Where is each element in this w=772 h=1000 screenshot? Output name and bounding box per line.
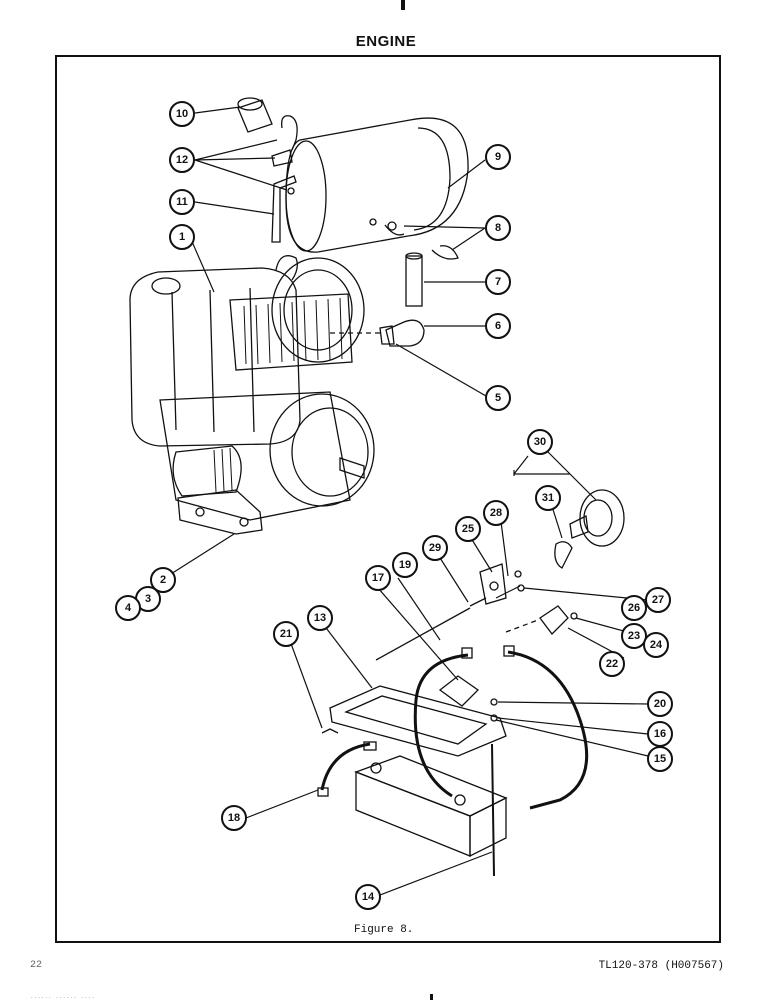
svg-text:14: 14 xyxy=(362,891,375,903)
svg-text:28: 28 xyxy=(490,507,502,519)
leader-lines xyxy=(162,106,649,896)
callout-29: 29 xyxy=(422,535,448,561)
callout-23: 23 xyxy=(621,623,647,649)
svg-text:30: 30 xyxy=(534,436,546,448)
callout-24: 24 xyxy=(643,632,669,658)
callout-7: 7 xyxy=(485,269,511,295)
svg-text:2: 2 xyxy=(160,574,166,586)
page-top-mark xyxy=(401,0,405,10)
page-bottom-mark xyxy=(430,994,433,1000)
callout-25: 25 xyxy=(455,516,481,542)
exhaust-pipe-end xyxy=(237,97,273,133)
svg-text:20: 20 xyxy=(654,698,666,710)
callout-15: 15 xyxy=(647,746,673,772)
svg-text:23: 23 xyxy=(628,630,640,642)
svg-text:9: 9 xyxy=(495,151,501,163)
callout-19: 19 xyxy=(392,552,418,578)
callout-13: 13 xyxy=(307,605,333,631)
callout-5: 5 xyxy=(485,385,511,411)
document-id: TL120-378 (H007567) xyxy=(598,960,724,972)
svg-text:8: 8 xyxy=(495,222,501,234)
svg-text:19: 19 xyxy=(399,559,411,571)
callout-6: 6 xyxy=(485,313,511,339)
svg-text:25: 25 xyxy=(462,523,474,535)
svg-text:1: 1 xyxy=(179,231,185,243)
starter-solenoid xyxy=(505,605,578,635)
exhaust-elbow xyxy=(379,319,425,347)
svg-text:22: 22 xyxy=(606,658,618,670)
svg-text:11: 11 xyxy=(176,196,188,208)
svg-text:15: 15 xyxy=(654,753,666,765)
page-number: 22 xyxy=(30,960,43,971)
svg-text:4: 4 xyxy=(125,602,132,614)
engine xyxy=(129,255,375,535)
callout-16: 16 xyxy=(647,721,673,747)
callout-27: 27 xyxy=(645,587,671,613)
callout-8: 8 xyxy=(485,215,511,241)
svg-text:21: 21 xyxy=(280,628,292,640)
svg-text:29: 29 xyxy=(429,542,441,554)
callout-31: 31 xyxy=(535,485,561,511)
battery xyxy=(354,755,508,858)
u-bolt xyxy=(369,218,459,260)
callout-10: 10 xyxy=(169,101,195,127)
callout-2: 2 xyxy=(150,567,176,593)
callout-18: 18 xyxy=(221,805,247,831)
svg-text:10: 10 xyxy=(176,108,188,120)
callout-26: 26 xyxy=(621,595,647,621)
svg-text:17: 17 xyxy=(372,572,384,584)
callout-20: 20 xyxy=(647,691,673,717)
battery-holddown-frame xyxy=(329,685,507,757)
callout-28: 28 xyxy=(483,500,509,526)
svg-text:13: 13 xyxy=(314,612,326,624)
callout-11: 11 xyxy=(169,189,195,215)
callout-9: 9 xyxy=(485,144,511,170)
holddown-rod xyxy=(491,743,495,877)
muffler-clamp xyxy=(271,115,298,195)
svg-text:7: 7 xyxy=(495,276,501,288)
scan-artifact-text: ...... ...... .... xyxy=(30,993,95,1000)
figure-frame xyxy=(55,55,721,943)
svg-text:31: 31 xyxy=(542,492,554,504)
tailpipe-nipple xyxy=(405,252,423,307)
page-title: ENGINE xyxy=(355,33,417,50)
svg-text:26: 26 xyxy=(628,602,640,614)
figure-caption: Figure 8. xyxy=(354,924,414,936)
svg-text:18: 18 xyxy=(228,812,240,824)
callout-1: 1 xyxy=(169,224,195,250)
muffler xyxy=(285,117,469,253)
svg-text:5: 5 xyxy=(495,392,501,404)
svg-text:6: 6 xyxy=(495,320,501,332)
callout-14: 14 xyxy=(355,884,381,910)
callout-4: 4 xyxy=(115,595,141,621)
svg-text:12: 12 xyxy=(176,154,188,166)
callout-17: 17 xyxy=(365,565,391,591)
ignition-switch xyxy=(554,489,625,569)
switch-bracket xyxy=(469,563,525,607)
callout-12: 12 xyxy=(169,147,195,173)
callout-21: 21 xyxy=(273,621,299,647)
callout-30: 30 xyxy=(527,429,553,455)
svg-text:24: 24 xyxy=(650,639,663,651)
svg-text:3: 3 xyxy=(145,593,151,605)
callout-22: 22 xyxy=(599,651,625,677)
svg-text:27: 27 xyxy=(652,594,664,606)
svg-text:16: 16 xyxy=(654,728,666,740)
terminal-cover xyxy=(438,675,498,722)
